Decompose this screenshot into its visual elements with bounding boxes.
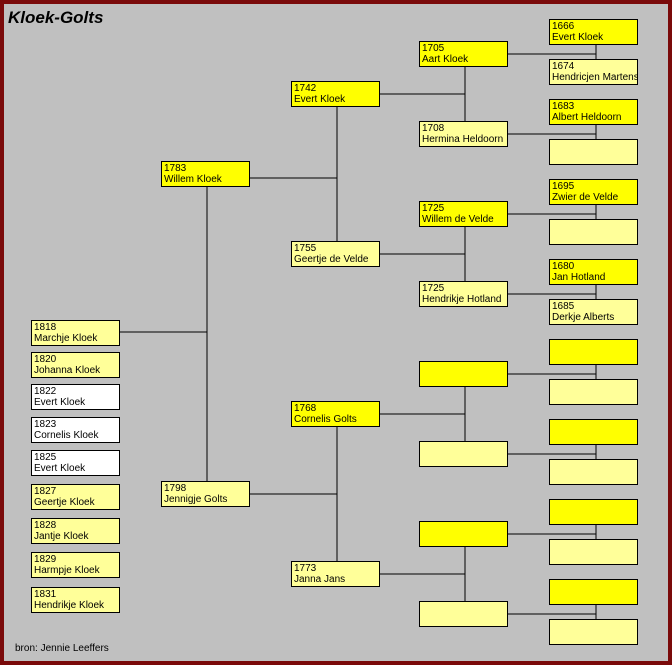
great-great-grandparent-box <box>549 619 638 645</box>
great-great-grandparent-box <box>549 539 638 565</box>
great-great-grandparent-box <box>549 339 638 365</box>
great-grandparent-box <box>419 361 508 387</box>
great-grandparent-box <box>419 521 508 547</box>
great-great-grandparent-box <box>549 139 638 165</box>
line-ggp-8 <box>507 593 597 635</box>
great-great-grandparent-box <box>549 579 638 605</box>
line-mf-ggp <box>379 373 507 455</box>
line-ggp-5 <box>507 353 597 395</box>
line-ggp-2 <box>507 113 597 155</box>
source-note: bron: Jennie Leeffers <box>15 643 109 654</box>
great-great-grandparent-box <box>549 419 638 445</box>
great-great-grandparent-box <box>549 379 638 405</box>
line-ggp-3 <box>507 193 597 235</box>
line-ff-ggp <box>379 53 507 135</box>
line-father-grandparents <box>249 93 379 255</box>
chart-title: Kloek-Golts <box>8 8 104 27</box>
great-great-grandparent-box <box>549 219 638 245</box>
line-mother-grandparents <box>249 413 379 575</box>
line-mm-ggp <box>379 533 507 615</box>
line-ggp-7 <box>507 513 597 555</box>
connector-lines <box>119 33 597 635</box>
line-ggp-4 <box>507 273 597 315</box>
line-ggp-6 <box>507 433 597 475</box>
line-children-parents <box>119 173 249 495</box>
great-grandparent-box <box>419 441 508 467</box>
great-great-grandparent-box <box>549 499 638 525</box>
great-grandparent-box <box>419 601 508 627</box>
line-ggp-1 <box>507 33 597 75</box>
line-fm-ggp <box>379 213 507 295</box>
great-great-grandparent-box <box>549 459 638 485</box>
